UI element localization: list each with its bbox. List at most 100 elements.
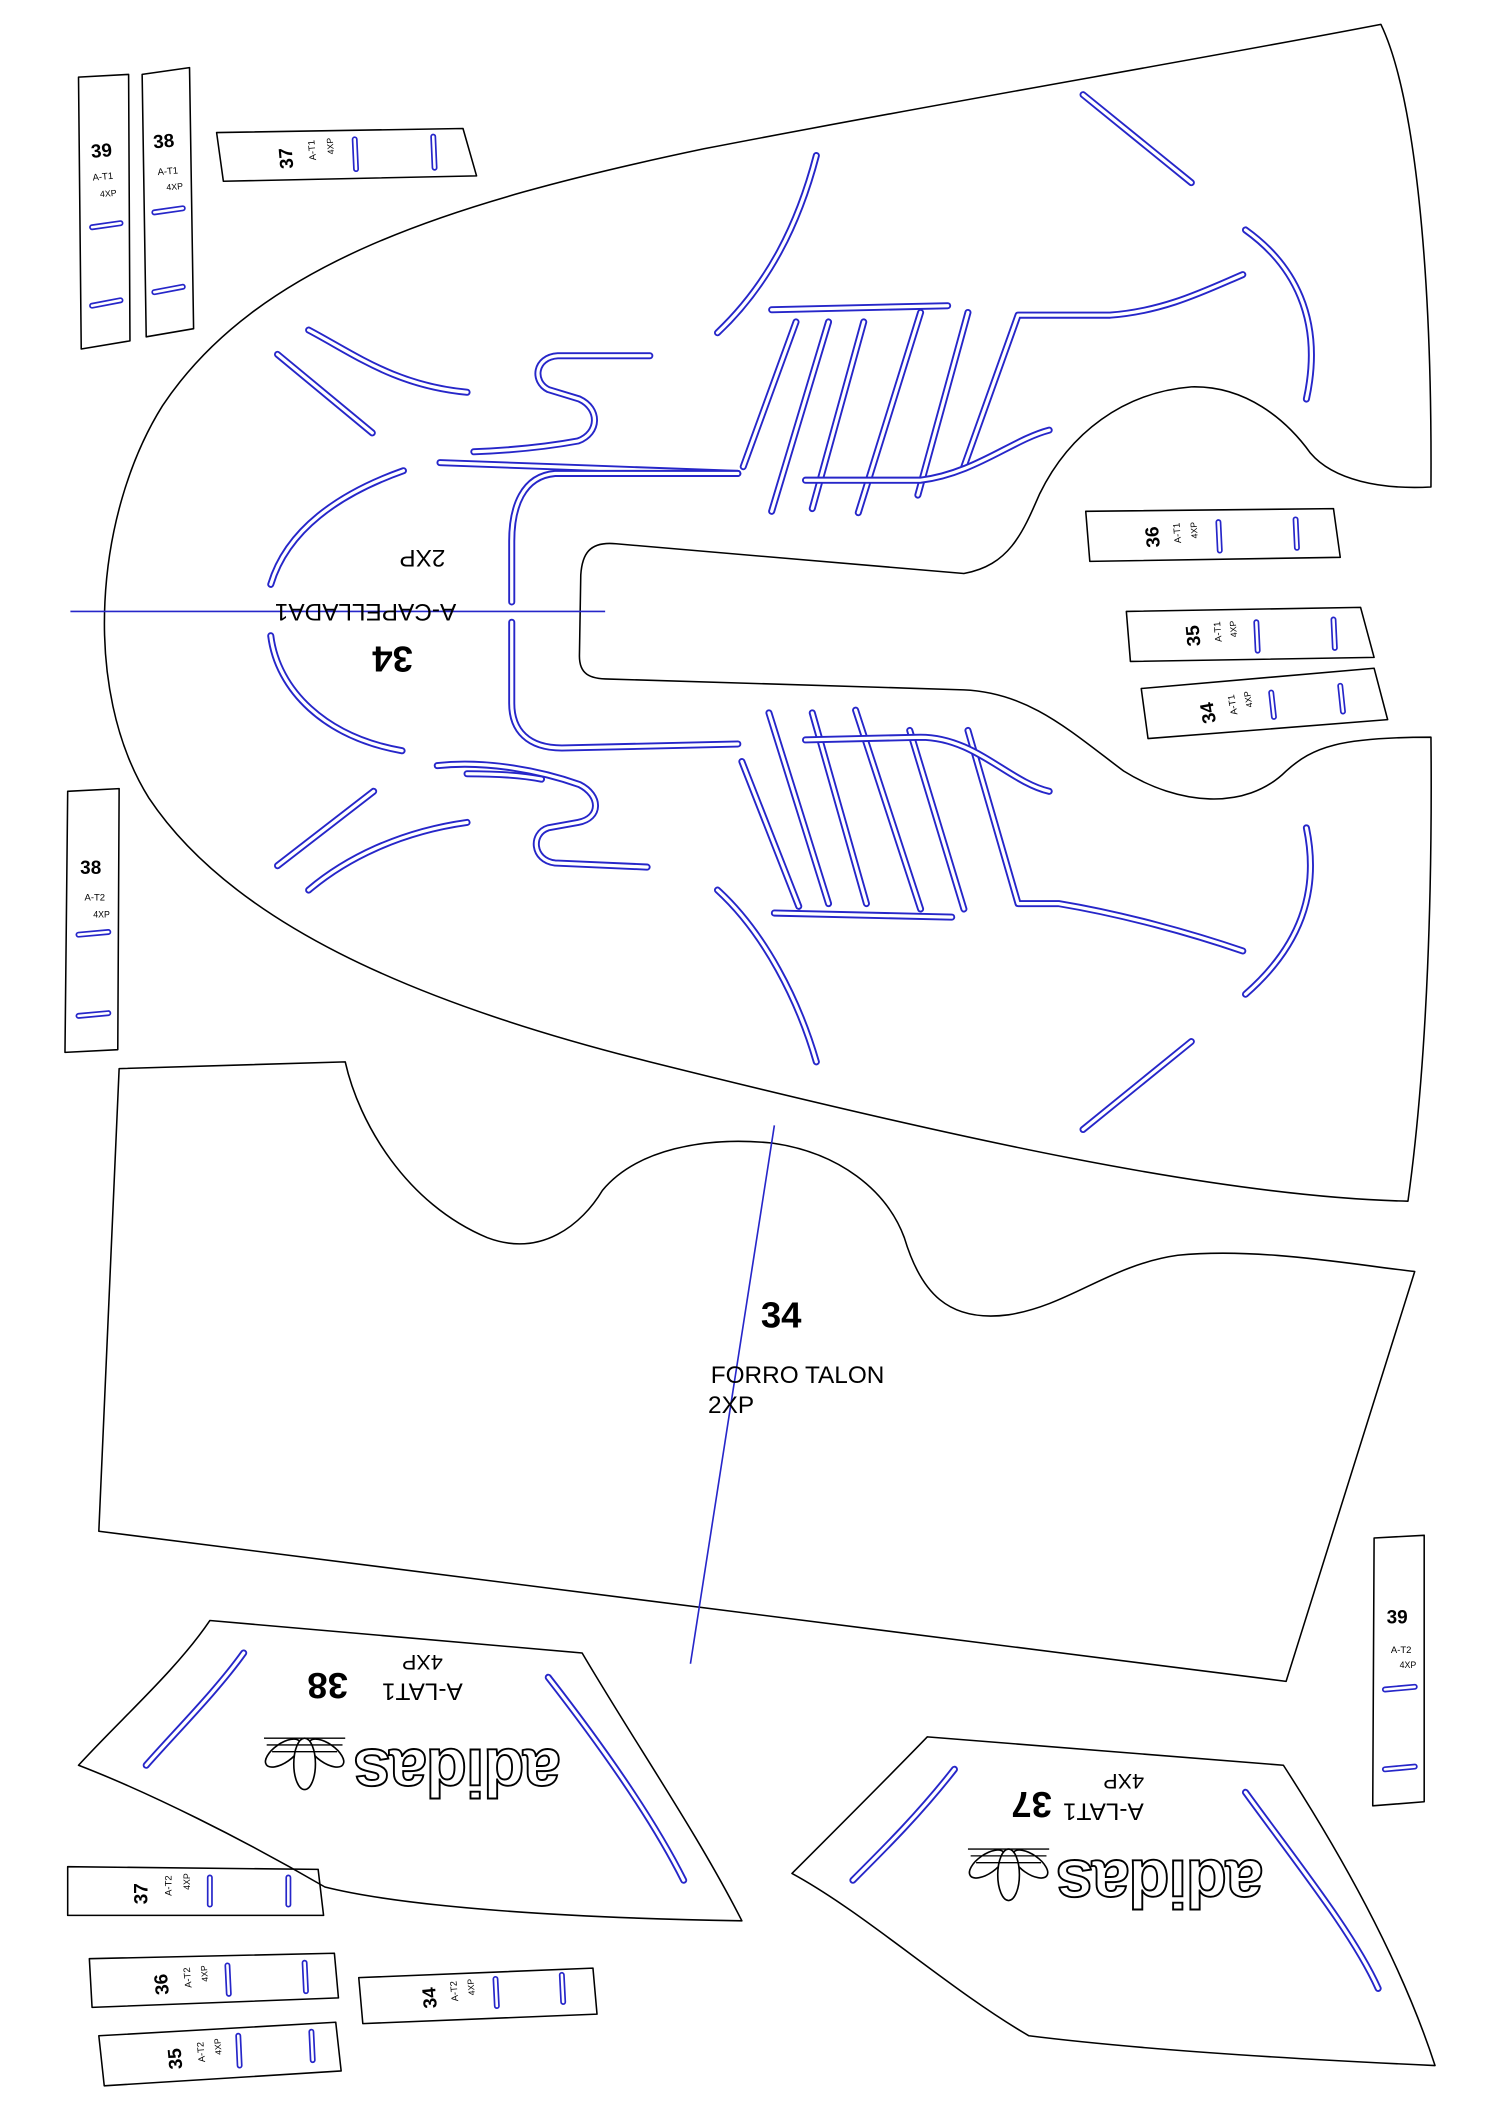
stitch-slot-inner	[740, 759, 801, 908]
stitch-slot-inner	[472, 354, 652, 454]
stitch-slot-inner	[1217, 520, 1222, 552]
strip-size-label: 35	[1183, 624, 1206, 647]
capellada-qty-label: 2XP	[399, 544, 445, 571]
capellada-size-label: 34	[372, 638, 413, 679]
stitch-slot-inner	[90, 299, 122, 307]
stitch-slot-inner	[77, 1011, 110, 1018]
forro-talon-qty-label: 2XP	[708, 1392, 754, 1419]
stitch-slot-inner	[1081, 93, 1193, 185]
lateral-code-label: A-LAT1	[1063, 1798, 1144, 1825]
strip-qty-label: 4XP	[199, 1965, 210, 1983]
stitch-slot	[964, 726, 1247, 955]
stitch-slot-inner	[303, 1961, 308, 1993]
stitch-slot	[508, 618, 742, 752]
stitch-slot-inner	[465, 772, 544, 781]
lateral-qty-label: 4XP	[402, 1650, 443, 1675]
lateral-size-label: 38	[307, 1665, 348, 1706]
stitch-slot-inner	[767, 711, 831, 906]
forro-talon-piece: 34 FORRO TALON 2XP	[98, 1061, 1416, 1683]
stitch-slot-inner	[153, 285, 185, 294]
capellada-stitching	[267, 91, 1315, 1134]
stitch-slot-inner	[546, 1675, 686, 1882]
strip-outline	[357, 1967, 598, 2025]
strip-outline	[77, 73, 131, 350]
stitch-slot-inner	[1383, 1765, 1416, 1771]
strip-code-label: A-T1	[1226, 694, 1240, 716]
strip-code-label: A-T2	[448, 1980, 461, 2001]
stitch-slot-inner	[494, 1977, 499, 2008]
lateral-code-label: A-LAT1	[382, 1677, 463, 1704]
strip-code-label: A-T1	[92, 171, 113, 184]
strip-qty-label: 4XP	[166, 181, 184, 192]
stitch-slot-inner	[908, 728, 966, 911]
lateral-piece-38: A-LAT1 38 4XP adidas	[77, 1619, 743, 1922]
brand-wordmark: adidas	[1057, 1845, 1263, 1920]
strip-size-label: 36	[1142, 526, 1165, 549]
strip-qty-label: 4XP	[325, 137, 336, 155]
forro-talon-outline	[98, 1061, 1416, 1683]
strip-code-label: A-T2	[195, 2041, 208, 2062]
capellada-piece: 34 A-CAPELLADA1 2XP	[70, 23, 1432, 1202]
strip-outline	[88, 1952, 340, 2009]
adidas-trefoil-icon	[263, 1737, 346, 1791]
stitch-slot-inner	[353, 138, 358, 171]
brand-wordmark: adidas	[354, 1735, 560, 1810]
stitch-slot-inner	[275, 352, 374, 435]
strip-outline	[1140, 667, 1389, 740]
strip-outline	[66, 1865, 325, 1917]
forro-talon-size-label: 34	[761, 1294, 802, 1335]
stitch-slot-inner	[269, 634, 404, 753]
strip-qty-label: 4XP	[100, 188, 118, 199]
stitch-slot-inner	[1255, 620, 1259, 652]
strip-code-label: A-T2	[182, 1967, 195, 1988]
stitch-slot-inner	[1383, 1685, 1416, 1691]
stitch-slot-inner	[1243, 228, 1314, 401]
stitch-slot-inner	[77, 930, 110, 936]
stitch-slot-inner	[1081, 1039, 1193, 1132]
strip-qty-label: 4XP	[1242, 690, 1255, 708]
strip-code-label: A-T2	[1391, 1645, 1412, 1656]
stitch-slot-inner	[810, 711, 869, 906]
stitch-slot	[508, 469, 742, 606]
stitch-slot-inner	[307, 328, 469, 394]
strip-outline	[141, 66, 195, 338]
stitch-slot-inner	[770, 320, 831, 513]
strip-code-label: A-T1	[1171, 522, 1184, 543]
stitch-slot	[267, 467, 407, 588]
stitch-slot	[960, 271, 1247, 471]
stitch-slot-inner	[1243, 1790, 1380, 1991]
stitch-slot-inner	[851, 1767, 957, 1882]
strip-code-label: A-T2	[164, 1875, 175, 1896]
strip-size-label: 37	[132, 1883, 153, 1904]
stitch-slot-inner	[966, 728, 1245, 953]
capellada-name-label: A-CAPELLADA1	[275, 598, 456, 625]
stitch-slot-inner	[1243, 826, 1313, 996]
stitch-slot	[470, 352, 654, 456]
strip-outline	[64, 787, 120, 1054]
strip-outline	[1371, 1534, 1425, 1807]
stitch-slot	[1241, 226, 1315, 403]
strip-size-label: 38	[80, 858, 101, 879]
stitch-slot-inner	[916, 310, 970, 497]
adidas-trefoil-icon	[967, 1848, 1050, 1902]
stitch-slot-inner	[90, 221, 122, 229]
stitch-slot-inner	[1338, 684, 1345, 713]
lateral-qty-label: 4XP	[1103, 1769, 1144, 1794]
stitch-slot-inner	[741, 320, 798, 469]
stitch-slot-inner	[962, 272, 1245, 469]
strip-code-label: A-T1	[157, 165, 178, 178]
lateral-outline	[77, 1619, 743, 1922]
strip-size-label: 34	[1197, 700, 1221, 725]
strip-outline	[1125, 606, 1375, 663]
stitch-slot-inner	[144, 1651, 246, 1767]
strip-size-label: 39	[1387, 1607, 1408, 1628]
forro-talon-center-line	[689, 1125, 776, 1664]
stitch-slot-inner	[772, 911, 954, 919]
